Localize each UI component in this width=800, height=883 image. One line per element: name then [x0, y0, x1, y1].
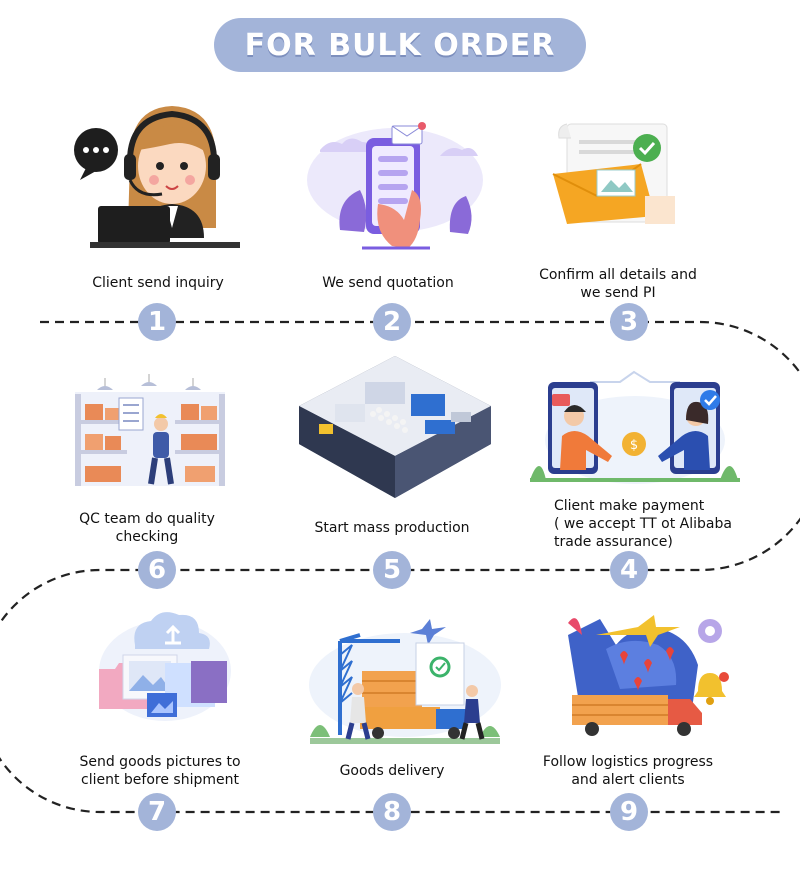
- step-1-label: Client send inquiry: [92, 275, 224, 291]
- payment-icon: $: [530, 370, 740, 484]
- step-5-label: Start mass production: [314, 520, 470, 536]
- step-6-label: QC team do quality checking: [79, 511, 215, 545]
- step-4-number: 4: [610, 551, 648, 589]
- delivery-truck-icon: [309, 619, 501, 744]
- step-6-number: 6: [138, 551, 176, 589]
- step-9-number: 9: [610, 793, 648, 831]
- logistics-map-icon: [568, 615, 729, 736]
- step-9-label: Follow logistics progress and alert clie…: [542, 754, 714, 788]
- factory-icon: [299, 356, 491, 498]
- step-2-number: 2: [373, 303, 411, 341]
- step-5-number: 5: [373, 551, 411, 589]
- step-7-label: Send goods pictures to client before shi…: [79, 754, 241, 788]
- document-check-icon: [552, 123, 675, 224]
- step-8-label: Goods delivery: [339, 763, 445, 779]
- step-4-label: Client make payment ( we accept TT ot Al…: [554, 498, 732, 550]
- svg-text:$: $: [630, 438, 638, 453]
- phone-quotation-icon: [307, 122, 483, 250]
- customer-service-icon: [74, 106, 240, 248]
- step-2-label: We send quotation: [322, 275, 454, 291]
- step-8-number: 8: [373, 793, 411, 831]
- page-title: FOR BULK ORDER: [244, 27, 556, 63]
- warehouse-inspection-icon: [75, 374, 225, 486]
- step-3-number: 3: [610, 303, 648, 341]
- step-7-number: 7: [138, 793, 176, 831]
- title-banner: FOR BULK ORDER: [214, 18, 586, 72]
- step-3-label: Confirm all details and we send PI: [539, 267, 697, 301]
- upload-pictures-icon: [99, 612, 231, 721]
- step-1-number: 1: [138, 303, 176, 341]
